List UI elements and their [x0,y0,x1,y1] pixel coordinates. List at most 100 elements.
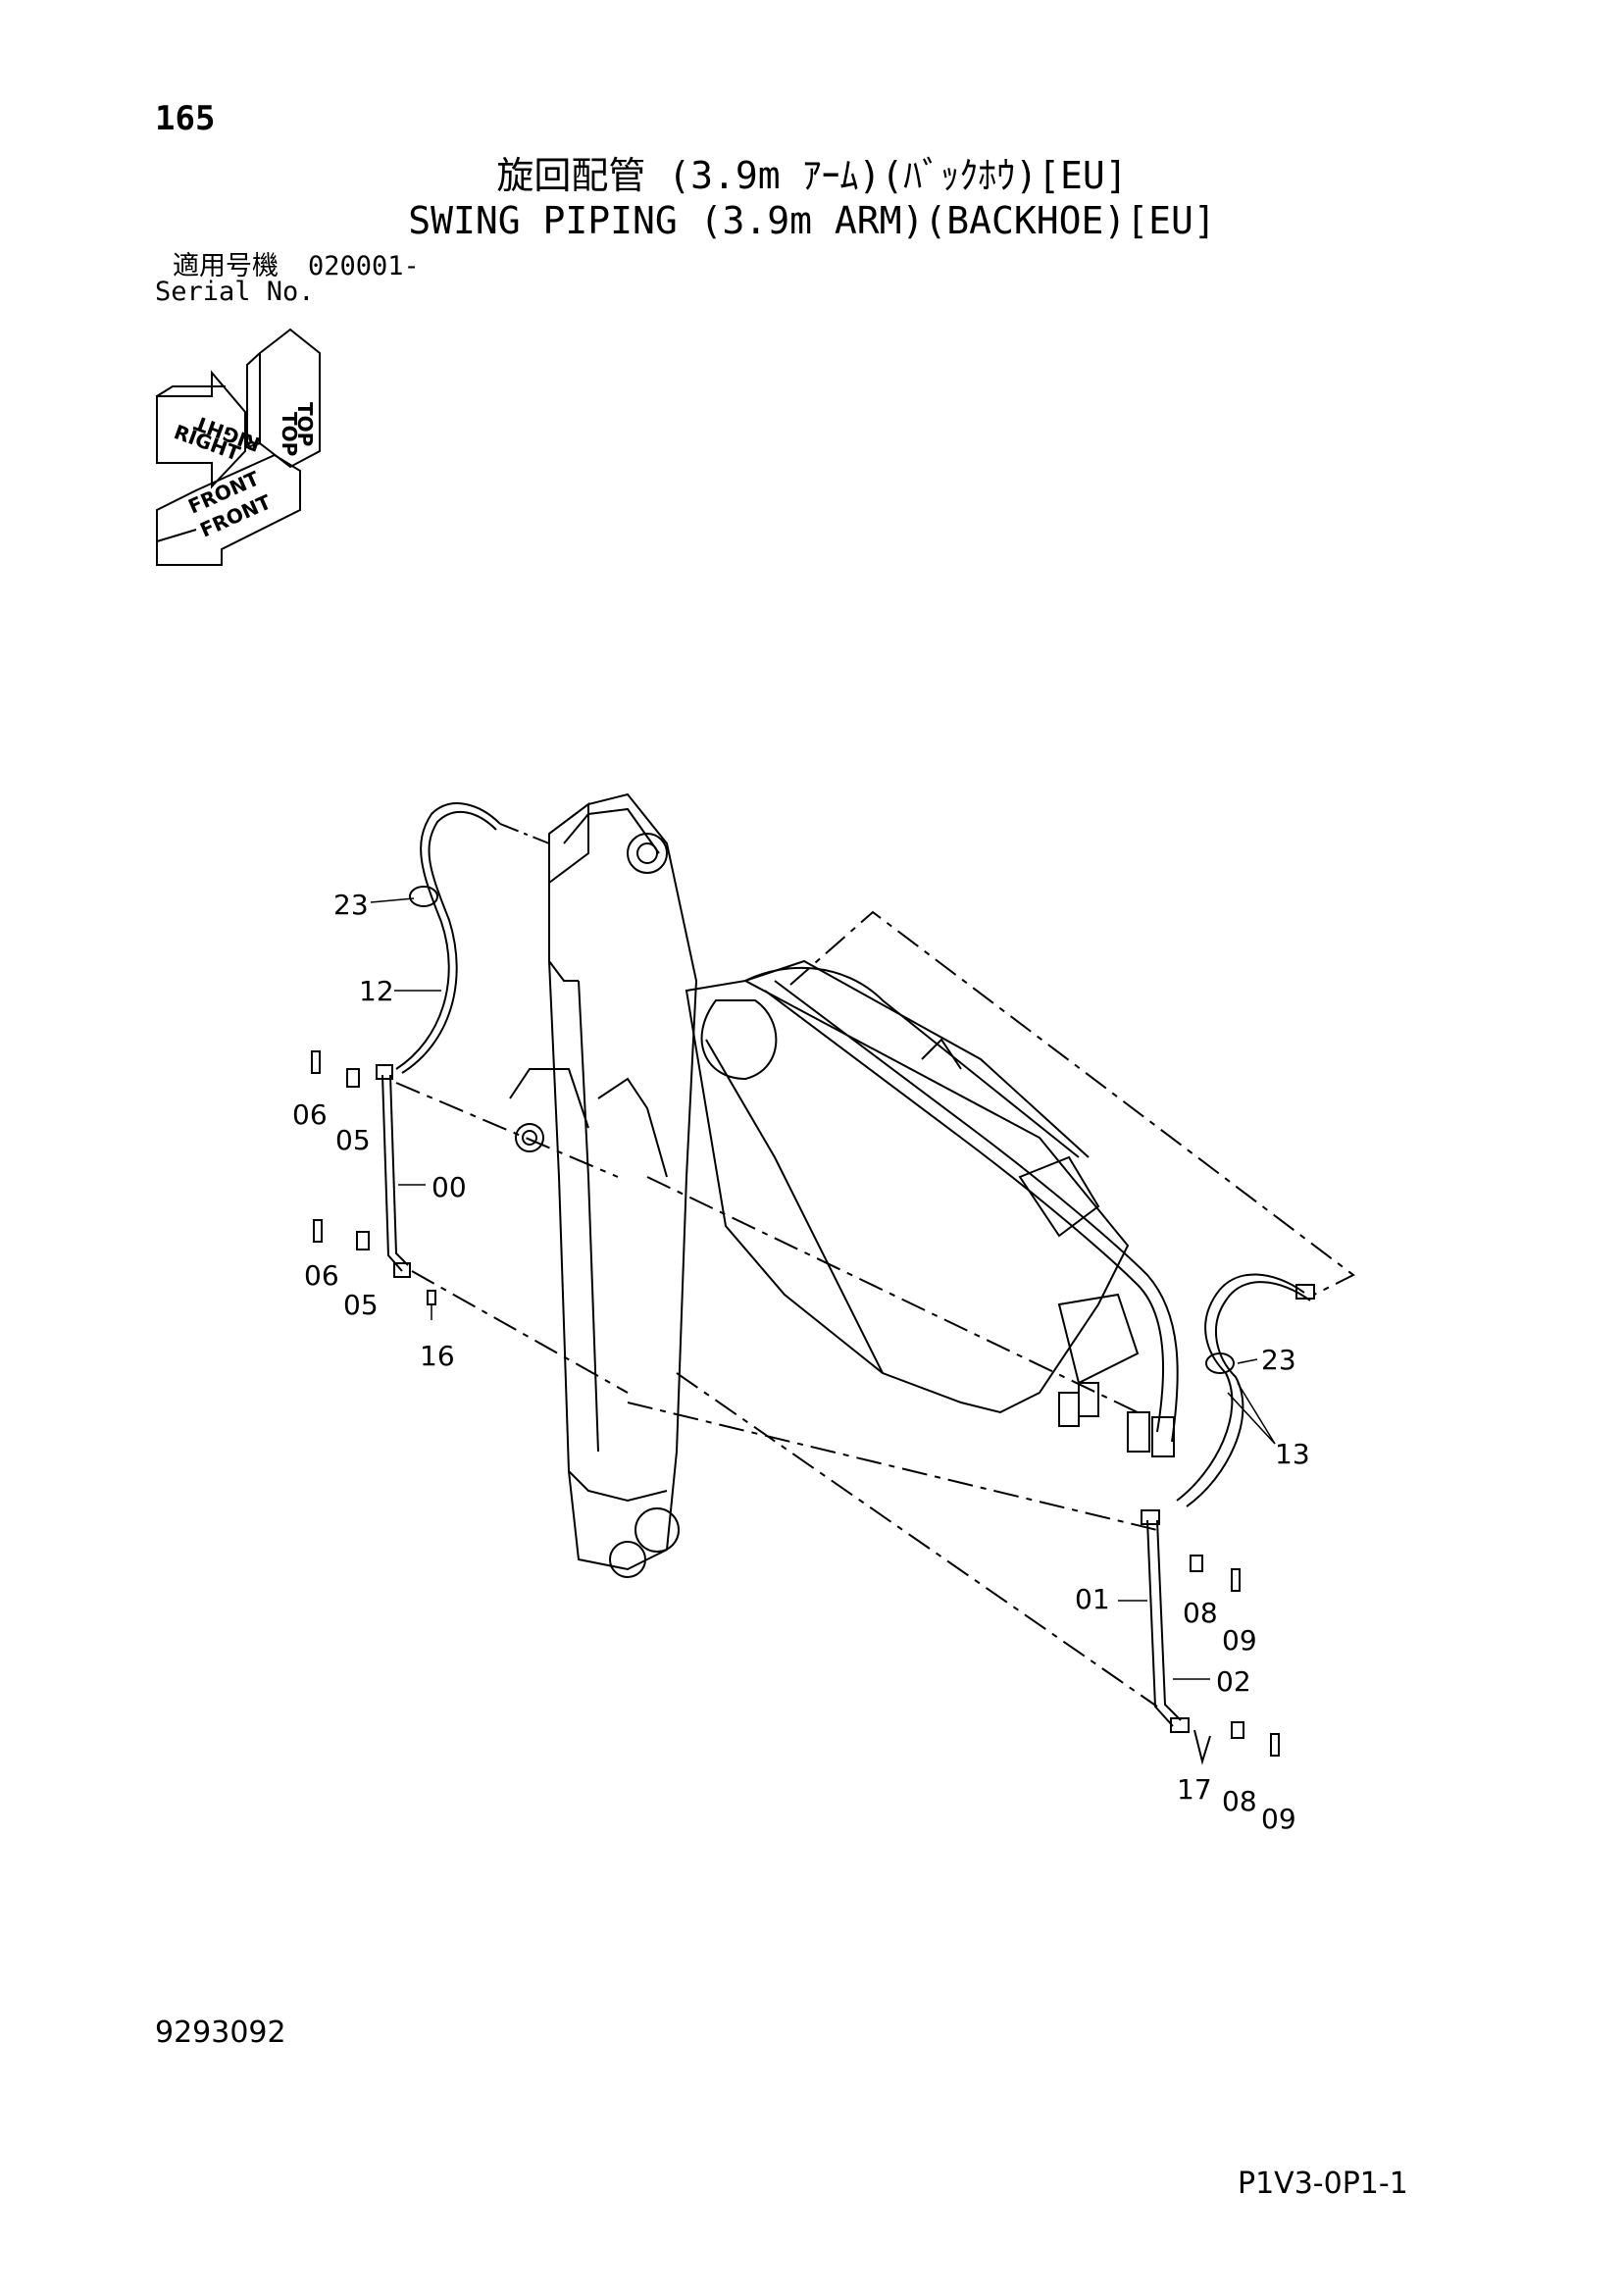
fitting-16 [427,1290,436,1305]
leader-13a [1237,1382,1276,1445]
cylinder-eye [700,999,778,1081]
boom-bracket [597,1077,668,1178]
boom-top-edge [563,807,660,854]
clamp-23-right [1205,1352,1235,1374]
hose-12-inner [401,811,497,1074]
front-arrow-shape [156,453,301,566]
front-arrow-inner [156,529,197,565]
cylinder-clamp [1018,1155,1100,1238]
callout-12: 12 [359,975,394,1007]
hose-fitting-3 [1058,1392,1080,1427]
hose-a [764,990,1139,1286]
pipe-13 [1176,1273,1315,1507]
bolt-09-lower [1270,1733,1280,1757]
callout-01: 01 [1075,1583,1110,1615]
bolt-06-upper [311,1050,321,1074]
title-japanese: 旋回配管 (3.9m ｱｰﾑ)(ﾊﾞｯｸﾎｳ)[EU] [496,154,1128,197]
callout-05-lower: 05 [343,1289,379,1321]
hose-b [774,980,1148,1276]
boom-foot-pin-inner [522,1130,537,1146]
cylinder-boss [921,1038,962,1070]
pipe-12 [395,802,501,1074]
hose-bundle [764,980,1179,1457]
cylinder-top-edge [744,959,1090,1158]
hose-c [1137,1284,1164,1433]
serial-value: 020001- [308,251,420,281]
top-label-2: TOP [293,402,317,446]
bolt-06-lower [313,1219,323,1243]
leader-12-dashed [499,823,550,844]
pipe-00-inner [389,1074,409,1266]
hose-13-a [1176,1273,1305,1502]
hose-fitting-1 [1127,1411,1150,1453]
callout-02: 02 [1216,1665,1251,1698]
right-arrow-shape [156,370,246,489]
callout-09-upper: 09 [1222,1624,1257,1657]
callout-06-lower: 06 [304,1259,339,1292]
hose-fitting-2 [1151,1416,1175,1457]
hose-fitting-4 [1078,1382,1099,1417]
clamp-08-upper [1190,1555,1203,1572]
callout-09-lower: 09 [1261,1803,1296,1835]
boom-foot-pin [515,1123,544,1152]
page-number: 165 [155,99,216,138]
orientation-indicator [156,328,321,566]
boom-body [548,792,698,1571]
clamp-08-lower [1231,1721,1244,1739]
boom-side-plate [509,1068,589,1129]
pipe-02 [1156,1519,1182,1721]
top-label: TOP [278,412,301,456]
pipe-00 [376,1064,411,1278]
pipe-00-fitting-bottom [393,1262,411,1278]
title-english: SWING PIPING (3.9m ARM)(BACKHOE)[EU] [408,199,1216,242]
boom-top-pin [627,833,668,874]
callout-labels: 23 12 06 05 00 06 05 16 23 13 01 08 09 0… [292,889,1310,1835]
callout-leaders [370,897,1276,1680]
callout-00: 00 [431,1171,467,1203]
right-arrow-top [156,385,226,397]
cylinder-bracket [1057,1293,1140,1385]
boom-foot [568,1470,668,1503]
callout-08-upper: 08 [1183,1597,1218,1629]
pipe-00-fitting-top [376,1064,393,1080]
leader-13b [1227,1392,1276,1445]
callout-23-right: 23 [1261,1344,1296,1376]
cylinder-lower-edge [705,1039,884,1374]
document-number: 9293092 [155,2015,286,2050]
pipe-00-outer [381,1074,403,1272]
serial-label-japanese: 適用号機 [173,251,279,281]
hose-13-b [1186,1281,1311,1507]
clamp-set-upper [311,1050,436,1305]
callout-13: 13 [1275,1438,1310,1470]
leader-23b [1237,1358,1258,1364]
pipe-01-02 [1141,1509,1280,1765]
cylinder-rod-line [744,966,1080,1158]
dashed-leaders-left [395,1082,1158,1708]
clamp-05-upper [346,1068,360,1088]
boom-left-face [548,802,589,884]
boom [509,792,698,1578]
hose-d [1146,1274,1179,1443]
boom-inner-line [578,980,599,1453]
boom-top-pin-inner [636,842,658,864]
arm-cylinder [685,959,1140,1414]
page-code: P1V3-0P1-1 [1238,2167,1408,2201]
bolt-09-upper [1231,1568,1241,1592]
hose-13-fitting [1295,1284,1315,1300]
leader-23a [370,897,415,903]
callout-16: 16 [420,1340,455,1372]
top-arrow-side [246,352,261,449]
cylinder-body [685,979,1130,1414]
clamp-05-lower [356,1231,370,1250]
callout-08-lower: 08 [1222,1785,1257,1817]
boom-step [548,960,579,982]
pipe-01 [1146,1519,1174,1727]
boom-mid-pin [634,1507,680,1553]
callout-05-upper: 05 [335,1124,371,1156]
pipe-01-fitting-bottom [1170,1717,1190,1733]
callout-23-top: 23 [333,889,369,921]
serial-label-english: Serial No. [155,277,315,307]
fitting-17 [1193,1729,1211,1765]
callout-06-upper: 06 [292,1098,328,1131]
